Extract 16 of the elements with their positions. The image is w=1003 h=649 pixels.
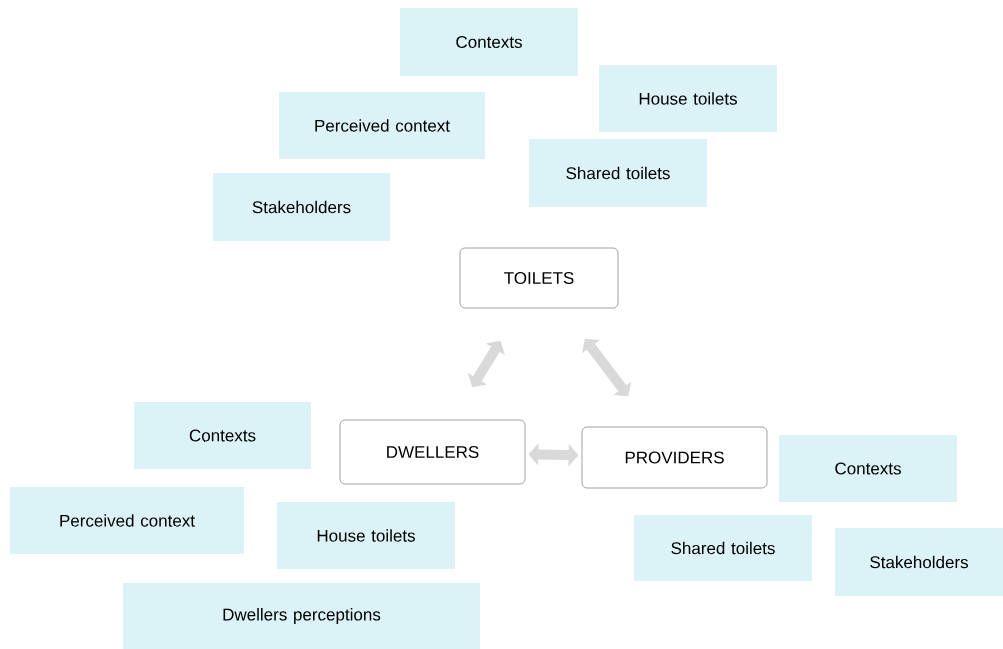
tag-box: House toilets — [277, 502, 455, 569]
tag-box: Perceived context — [10, 487, 244, 554]
tag-box: Contexts — [400, 8, 578, 76]
concept-box: PROVIDERS — [581, 426, 768, 489]
tag-box: Perceived context — [279, 92, 485, 159]
tag-box: House toilets — [599, 65, 777, 132]
tag-box: Shared toilets — [529, 139, 707, 207]
double-arrow — [581, 338, 632, 397]
tag-box: Shared toilets — [634, 515, 812, 581]
tag-box: Stakeholders — [835, 528, 1003, 596]
tag-box: Contexts — [779, 435, 957, 502]
concept-box: TOILETS — [459, 247, 619, 309]
tag-box: Contexts — [134, 402, 311, 469]
concept-box: DWELLERS — [339, 419, 526, 485]
tag-box: Dwellers perceptions — [123, 583, 480, 649]
tag-box: Stakeholders — [213, 173, 390, 241]
